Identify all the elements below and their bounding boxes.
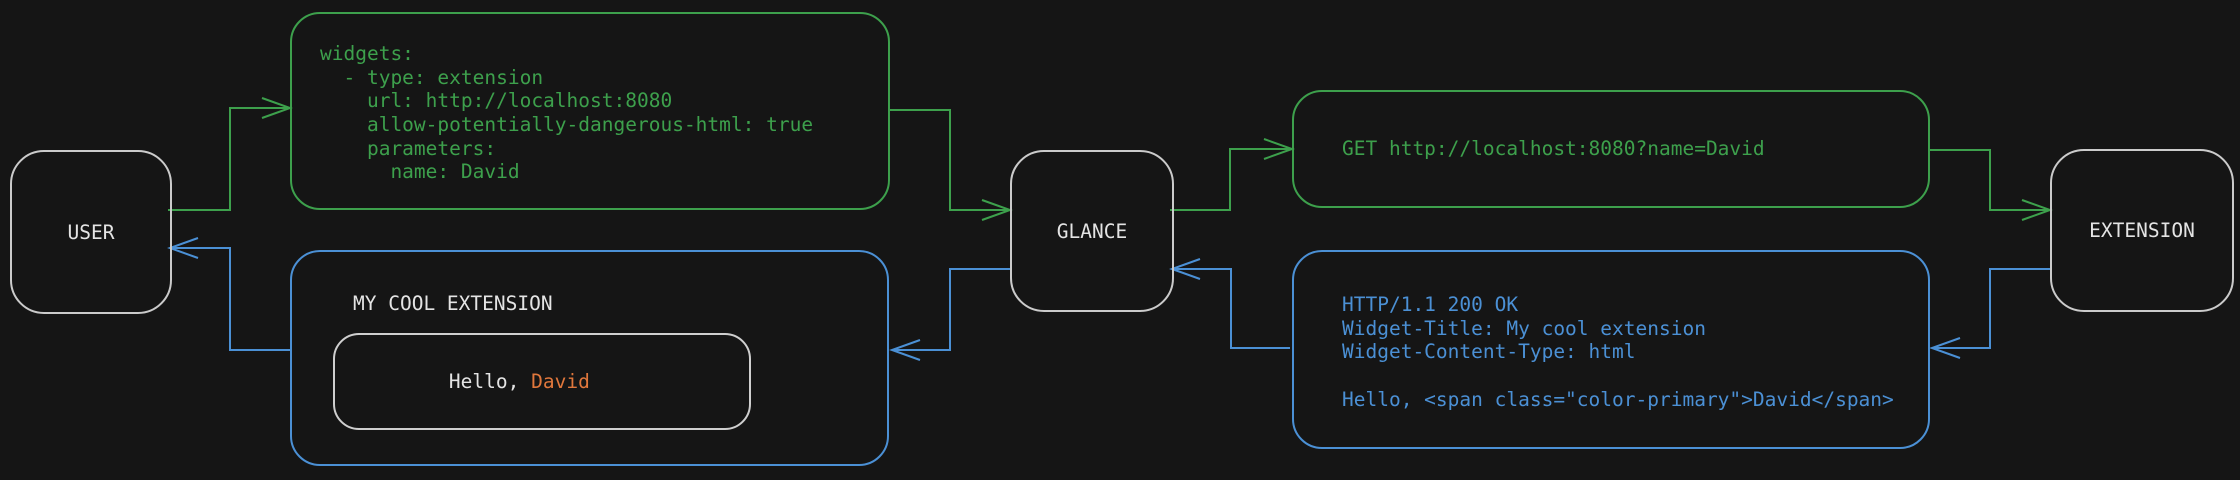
arrow-extension-to-response <box>1929 268 2050 359</box>
code-line: name: David <box>320 160 520 184</box>
http-request-line: GET http://localhost:8080?name=David <box>1342 137 1765 161</box>
http-request-box: GET http://localhost:8080?name=David <box>1292 90 1930 208</box>
code-line: parameters: <box>320 136 497 160</box>
code-line: allow-potentially-dangerous-html: true <box>320 113 814 137</box>
greeting-name: David <box>531 370 590 393</box>
node-glance-label: GLANCE <box>1056 219 1128 243</box>
widget-title: MY COOL EXTENSION <box>353 292 553 315</box>
config-yaml-box: widgets: - type: extension url: http://l… <box>290 12 890 210</box>
code-line: Widget-Content-Type: html <box>1342 340 1636 364</box>
arrow-glance-to-request <box>1170 138 1295 211</box>
arrow-config-to-glance <box>890 109 1013 221</box>
node-extension-label: EXTENSION <box>2089 219 2195 242</box>
code-line: HTTP/1.1 200 OK <box>1342 293 1519 316</box>
arrow-response-to-glance <box>1169 258 1290 349</box>
node-user-label: USER <box>67 220 115 244</box>
widget-content-box: Hello, David <box>333 333 751 430</box>
greeting-prefix: Hello, <box>448 370 532 393</box>
code-line <box>1342 364 1894 388</box>
node-glance: GLANCE <box>1010 150 1174 312</box>
arrow-user-to-config <box>168 97 293 211</box>
code-line: widgets: <box>320 42 414 65</box>
arrow-widget-to-user <box>167 237 290 351</box>
node-user: USER <box>10 150 172 314</box>
node-extension: EXTENSION <box>2050 149 2234 312</box>
code-line: - type: extension <box>320 65 544 89</box>
widget-greeting: Hello, David <box>355 347 590 416</box>
http-response-box: HTTP/1.1 200 OK Widget-Title: My cool ex… <box>1292 250 1930 449</box>
rendered-widget-box: MY COOL EXTENSION Hello, David <box>290 250 889 466</box>
arrow-request-to-extension <box>1930 149 2053 221</box>
http-response-code: HTTP/1.1 200 OK Widget-Title: My cool ex… <box>1342 293 1894 411</box>
code-line: Hello, <span class="color-primary">David… <box>1342 387 1894 411</box>
code-line: Widget-Title: My cool extension <box>1342 316 1706 340</box>
config-yaml-code: widgets: - type: extension url: http://l… <box>320 42 813 184</box>
code-line: url: http://localhost:8080 <box>320 89 673 113</box>
arrow-glance-to-widget <box>889 268 1010 361</box>
